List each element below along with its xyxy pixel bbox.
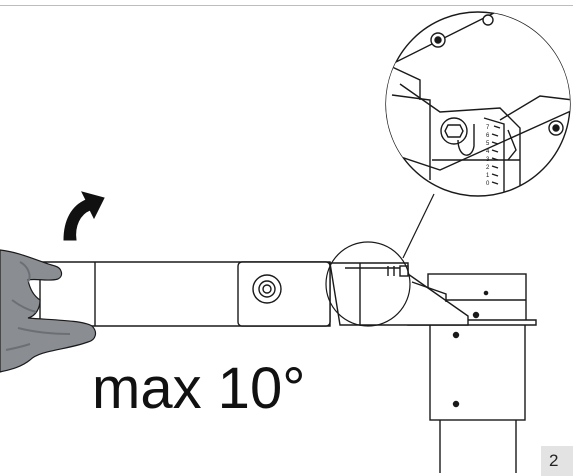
scale-digit: 6 (486, 133, 490, 139)
scale-digit: 2 (486, 165, 490, 171)
hinge-bracket (329, 262, 469, 326)
scale-digit: 3 (486, 157, 490, 163)
scale-digit: 4 (486, 149, 490, 155)
header-rule (0, 5, 573, 6)
callout-leader-line (402, 193, 435, 259)
table-column (429, 319, 526, 473)
curved-up-arrow-icon (63, 191, 105, 241)
detail-source-circle (325, 241, 411, 327)
support-arm (39, 261, 331, 327)
scale-digit: 7 (486, 125, 490, 131)
scale-digit: 0 (486, 181, 490, 187)
max-angle-caption: max 10° (92, 356, 306, 421)
gloved-hand (0, 249, 97, 373)
page-number-tab: 2 (541, 446, 573, 476)
scale-digit: 5 (486, 141, 490, 147)
magnified-detail: 0 1 2 3 4 5 6 7 (385, 11, 571, 197)
scale-digit: 1 (486, 173, 490, 179)
